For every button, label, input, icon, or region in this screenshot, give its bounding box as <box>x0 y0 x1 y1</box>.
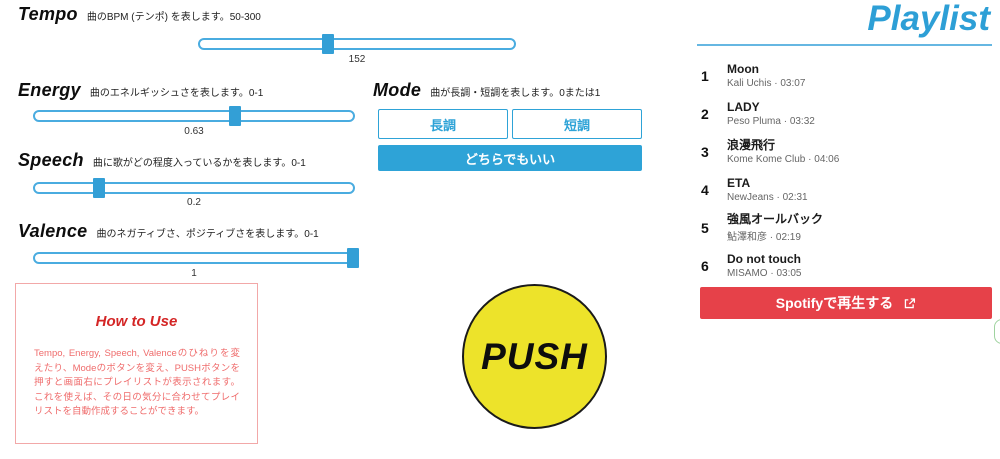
partial-element-right-edge[interactable] <box>994 319 1000 344</box>
mode-description: 曲が長調・短調を表します。0または1 <box>430 88 601 99</box>
speech-label: Speech <box>18 150 84 170</box>
energy-heading: Energy 曲のエネルギッシュさを表します。0-1 <box>18 80 263 101</box>
valence-slider-thumb[interactable] <box>347 248 359 268</box>
track-title: ETA <box>727 175 751 190</box>
track-title: Do not touch <box>727 251 801 266</box>
how-to-use-box: How to Use Tempo, Energy, Speech, Valenc… <box>15 283 258 444</box>
track-list: 1 Moon Kali Uchis · 03:07 2 LADY Peso Pl… <box>697 57 992 285</box>
track-row: 3 浪漫飛行 Kome Kome Club · 04:06 <box>697 133 992 171</box>
playlist-divider <box>697 43 992 46</box>
track-meta: Kome Kome Club · 04:06 <box>727 153 840 165</box>
track-number: 1 <box>701 67 709 84</box>
energy-slider-value: 0.63 <box>184 126 204 137</box>
valence-description: 曲のネガティブさ、ポジティブさを表します。0-1 <box>96 229 319 240</box>
track-row: 1 Moon Kali Uchis · 03:07 <box>697 57 992 95</box>
mode-major-button[interactable]: 長調 <box>378 109 508 139</box>
mode-label: Mode <box>373 80 422 100</box>
how-to-use-body: Tempo, Energy, Speech, Valenceのひねりを変えたり、… <box>34 348 240 417</box>
valence-heading: Valence 曲のネガティブさ、ポジティブさを表します。0-1 <box>18 221 319 242</box>
track-row: 5 強風オールバック 鮎澤和彦 · 02:19 <box>697 209 992 247</box>
external-link-icon <box>905 297 916 308</box>
push-button-label: PUSH <box>481 335 588 377</box>
speech-slider-value: 0.2 <box>187 197 201 208</box>
playlist-panel: Playlist 1 Moon Kali Uchis · 03:07 2 LAD… <box>697 0 992 285</box>
speech-heading: Speech 曲に歌がどの程度入っているかを表します。0-1 <box>18 150 306 171</box>
track-row: 6 Do not touch MISAMO · 03:05 <box>697 247 992 285</box>
track-meta: 鮎澤和彦 · 02:19 <box>727 231 801 243</box>
track-row: 4 ETA NewJeans · 02:31 <box>697 171 992 209</box>
push-button[interactable]: PUSH <box>462 284 607 429</box>
track-title: 浪漫飛行 <box>727 137 776 152</box>
track-row: 2 LADY Peso Pluma · 03:32 <box>697 95 992 133</box>
valence-slider-value: 1 <box>191 268 197 279</box>
tempo-slider[interactable] <box>198 34 516 54</box>
speech-slider[interactable] <box>33 178 355 198</box>
tempo-description: 曲のBPM (テンポ) を表します。50-300 <box>86 12 261 23</box>
track-meta: NewJeans · 02:31 <box>727 191 808 203</box>
playlist-title: Playlist <box>867 0 990 38</box>
tempo-slider-thumb[interactable] <box>322 34 335 54</box>
tempo-heading: Tempo 曲のBPM (テンポ) を表します。50-300 <box>18 4 261 25</box>
tempo-label: Tempo <box>18 4 78 24</box>
mode-minor-button[interactable]: 短調 <box>512 109 642 139</box>
track-title: Moon <box>727 61 759 76</box>
energy-slider-thumb[interactable] <box>229 106 242 126</box>
energy-label: Energy <box>18 80 81 100</box>
track-meta: Peso Pluma · 03:32 <box>727 115 815 127</box>
energy-slider[interactable] <box>33 106 355 126</box>
track-number: 2 <box>701 105 709 122</box>
speech-description: 曲に歌がどの程度入っているかを表します。0-1 <box>92 158 306 169</box>
track-meta: Kali Uchis · 03:07 <box>727 77 806 89</box>
track-meta: MISAMO · 03:05 <box>727 267 802 279</box>
track-number: 6 <box>701 257 709 274</box>
track-title: LADY <box>727 99 760 114</box>
spotify-play-button[interactable]: Spotifyで再生する <box>700 287 992 319</box>
speech-slider-thumb[interactable] <box>92 178 105 198</box>
mode-heading: Mode 曲が長調・短調を表します。0または1 <box>373 80 600 101</box>
mode-either-button[interactable]: どちらでもいい <box>378 145 642 171</box>
tempo-slider-value: 152 <box>348 54 366 65</box>
spotify-play-button-label: Spotifyで再生する <box>775 295 894 311</box>
track-number: 4 <box>701 181 709 198</box>
how-to-use-title: How to Use <box>95 313 178 330</box>
track-number: 3 <box>701 143 709 160</box>
valence-slider[interactable] <box>33 248 359 268</box>
track-title: 強風オールバック <box>727 211 824 226</box>
energy-description: 曲のエネルギッシュさを表します。0-1 <box>89 88 264 99</box>
track-number: 5 <box>701 219 709 236</box>
valence-label: Valence <box>18 221 88 241</box>
